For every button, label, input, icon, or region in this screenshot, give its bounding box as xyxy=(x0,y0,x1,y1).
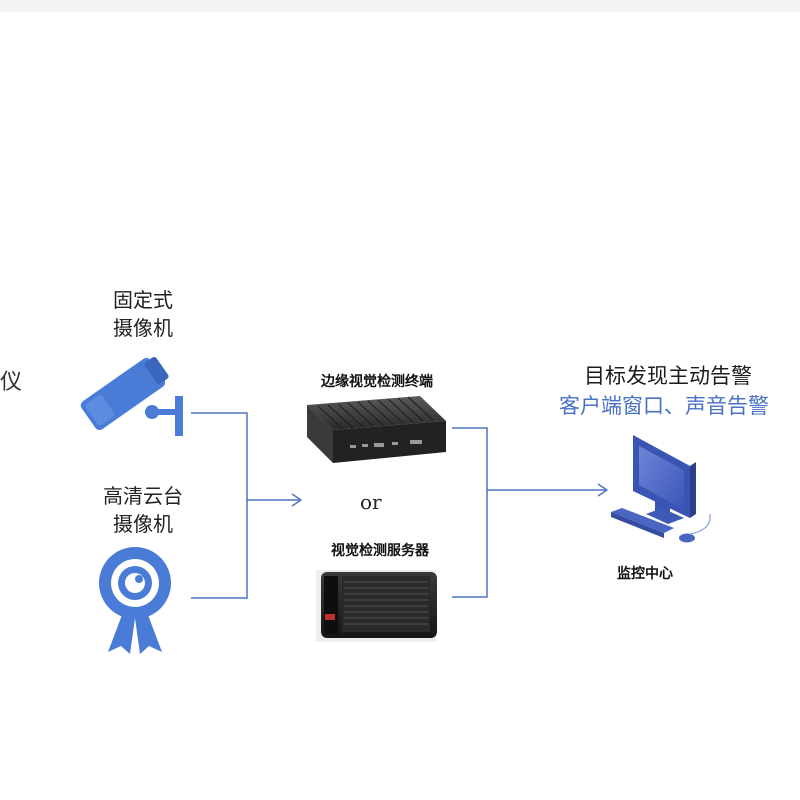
top-bar xyxy=(0,0,800,12)
alarm-subtitle: 客户端窗口、声音告警 xyxy=(559,394,769,418)
ptz-camera-icon xyxy=(99,547,171,654)
left-cut-text: 仪 xyxy=(0,370,23,395)
server-icon xyxy=(316,570,437,642)
connector-devices xyxy=(452,427,488,598)
arrow-to-devices xyxy=(291,493,302,507)
ptz-camera-label-line2: 摄像机 xyxy=(113,512,173,536)
connector-lines xyxy=(191,412,608,599)
ptz-camera-label: 高清云台 摄像机 xyxy=(83,482,203,538)
alarm-title: 目标发现主动告警 xyxy=(584,364,752,388)
fixed-camera-icon xyxy=(80,356,183,436)
fixed-camera-label-line2: 摄像机 xyxy=(113,316,173,340)
monitor-center-label: 监控中心 xyxy=(617,566,673,582)
server-label: 视觉检测服务器 xyxy=(331,543,429,559)
connector-fixed-camera xyxy=(191,412,248,599)
edge-terminal-label: 边缘视觉检测终端 xyxy=(321,374,433,390)
or-text: or xyxy=(360,490,382,514)
arrow-to-monitor xyxy=(597,483,608,497)
ptz-camera-label-line1: 高清云台 xyxy=(103,484,183,508)
computer-monitor-icon xyxy=(611,435,711,543)
fixed-camera-label: 固定式 摄像机 xyxy=(83,286,203,342)
fixed-camera-label-line1: 固定式 xyxy=(113,288,173,312)
edge-terminal-box-icon xyxy=(307,396,446,463)
